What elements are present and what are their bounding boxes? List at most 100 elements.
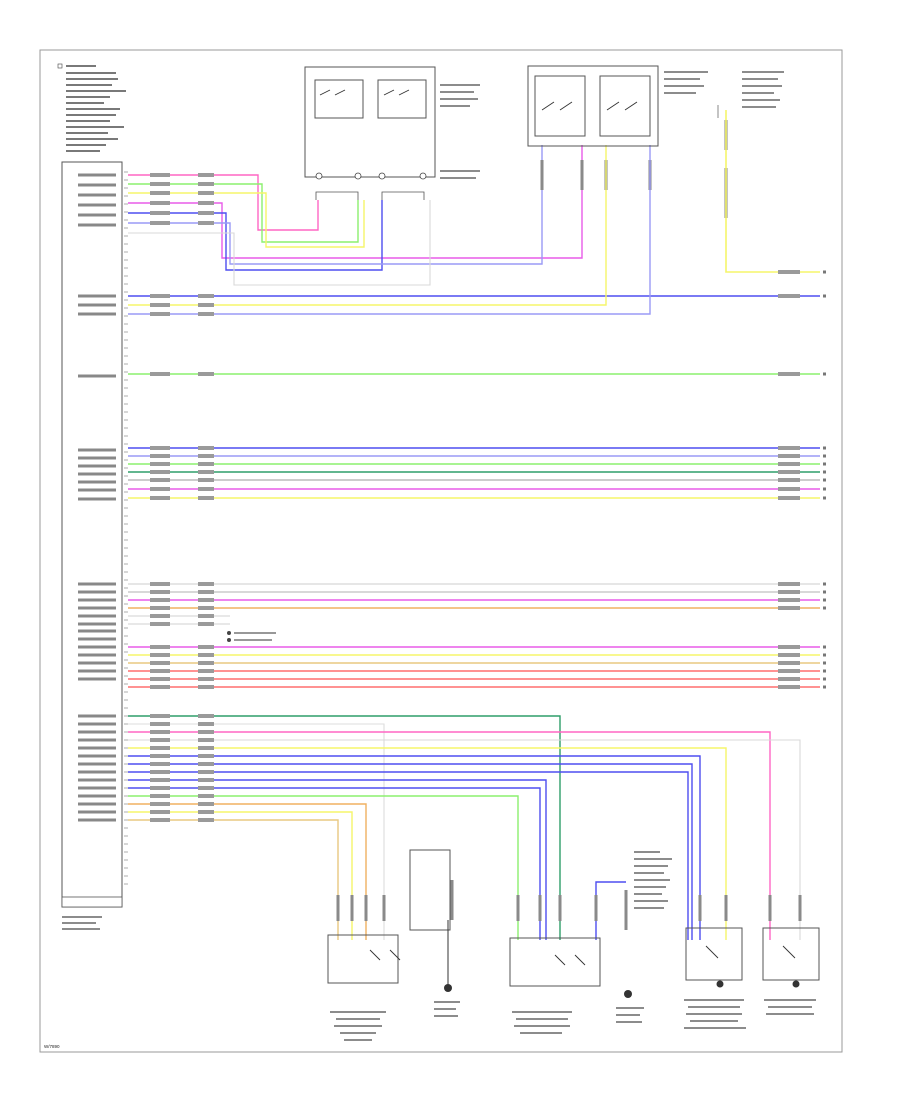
wire-16 xyxy=(128,739,801,940)
module-notes xyxy=(57,63,126,152)
wire-label xyxy=(150,182,170,186)
wire-label-v xyxy=(364,895,368,921)
wire-label xyxy=(778,677,800,681)
wire-label-v xyxy=(768,895,772,921)
wire-22 xyxy=(128,787,541,940)
continuation-mark xyxy=(823,677,826,681)
wire-label xyxy=(198,372,214,376)
wire-label xyxy=(198,446,214,450)
continuation-mark xyxy=(823,582,826,586)
pin-signal-label xyxy=(78,374,116,378)
wire-4 xyxy=(128,145,583,259)
ground-point-2 xyxy=(616,990,644,1023)
wire-label xyxy=(150,714,170,718)
pin-signal-label xyxy=(78,714,116,718)
wire-label xyxy=(198,778,214,782)
pretensioner-link-b xyxy=(381,191,425,200)
wire-5 xyxy=(128,200,383,271)
wire-label xyxy=(150,496,170,500)
module-footer-note xyxy=(62,916,102,930)
wire-label xyxy=(198,738,214,742)
wire-label xyxy=(778,462,800,466)
wire-label xyxy=(198,802,214,806)
wire-label xyxy=(778,582,800,586)
wire-label-v xyxy=(698,895,702,921)
wire-label xyxy=(198,201,214,205)
continuation-mark xyxy=(823,487,826,491)
wire-9 xyxy=(128,145,607,306)
continuation-mark xyxy=(823,590,826,594)
wire-label xyxy=(198,762,214,766)
pin-signal-label xyxy=(78,614,116,618)
wire-label xyxy=(198,582,214,586)
pin-signal-label xyxy=(78,653,116,657)
wire-label xyxy=(198,173,214,177)
continuation-mark xyxy=(823,294,826,298)
wire-label xyxy=(150,312,170,316)
pin-signal-label xyxy=(78,472,116,476)
wire-label xyxy=(778,446,800,450)
wire-15 xyxy=(128,731,771,940)
pin-signal-label xyxy=(78,606,116,610)
pin-signal-label xyxy=(78,203,116,207)
wire-label xyxy=(198,303,214,307)
wire-label xyxy=(198,294,214,298)
wire-21 xyxy=(128,779,547,940)
wire-20 xyxy=(128,771,689,940)
clockspring-component xyxy=(717,71,784,118)
wire-label xyxy=(778,661,800,665)
pin-signal-label xyxy=(78,464,116,468)
wire-label xyxy=(150,606,170,610)
wire-label xyxy=(150,598,170,602)
wire-label xyxy=(150,487,170,491)
wire-label xyxy=(150,677,170,681)
pin-signal-label xyxy=(78,738,116,742)
wire-label xyxy=(778,645,800,649)
pin-signal-label xyxy=(78,303,116,307)
wire-label-v xyxy=(724,895,728,921)
wire-label xyxy=(198,622,214,626)
continuation-mark xyxy=(823,372,826,376)
wire-label xyxy=(150,582,170,586)
wire-label xyxy=(198,312,214,316)
wire-label xyxy=(150,810,170,814)
wire-label xyxy=(150,372,170,376)
wire-label xyxy=(778,606,800,610)
pin-signal-label xyxy=(78,193,116,197)
wire-label xyxy=(198,191,214,195)
wire-label xyxy=(778,496,800,500)
wire-label xyxy=(150,303,170,307)
wire-label xyxy=(150,173,170,177)
pin-signal-label xyxy=(78,213,116,217)
passenger-safety-belt-buckle-switch xyxy=(327,934,401,1041)
continuation-mark xyxy=(823,598,826,602)
wire-label xyxy=(198,653,214,657)
continuation-mark xyxy=(823,661,826,665)
wire-25 xyxy=(128,811,353,940)
passenger-seat-belt-pretensioner xyxy=(527,65,708,147)
continuation-mark xyxy=(823,270,826,274)
wire-label xyxy=(150,470,170,474)
wire-label xyxy=(150,818,170,822)
wire-label xyxy=(150,746,170,750)
wire-label-v xyxy=(558,895,562,921)
wire-label-v xyxy=(540,160,544,190)
wire-label xyxy=(150,730,170,734)
wire-label xyxy=(778,372,800,376)
pin-signal-label xyxy=(78,582,116,586)
wire-label xyxy=(198,746,214,750)
continuation-mark xyxy=(823,685,826,689)
pin-signal-label xyxy=(78,223,116,227)
wire-label-v xyxy=(450,880,454,920)
wire-label xyxy=(778,590,800,594)
pin-signal-label xyxy=(78,677,116,681)
wire-label xyxy=(150,653,170,657)
pin-signal-label xyxy=(78,794,116,798)
wire-label-v xyxy=(336,895,340,921)
continuation-mark xyxy=(823,462,826,466)
wire-17 xyxy=(128,747,727,940)
wire-label xyxy=(150,685,170,689)
ground-point-1 xyxy=(409,849,460,1017)
wire-label xyxy=(198,182,214,186)
